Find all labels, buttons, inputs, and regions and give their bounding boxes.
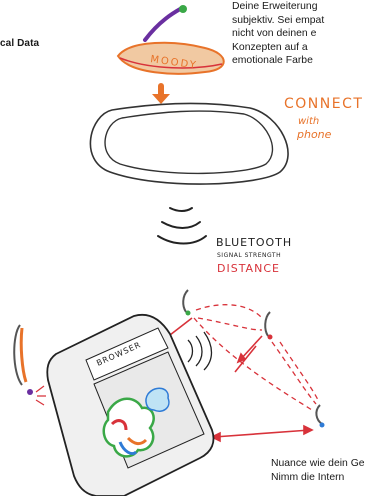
earpiece-a-icon (183, 290, 190, 316)
left-wearable-illustration (14, 325, 46, 405)
distance-lines (194, 305, 318, 410)
connect-heading: CONNECT (284, 96, 363, 112)
phone-outline-illustration (90, 104, 288, 185)
signal-waves-icon (158, 208, 206, 244)
connect-sub-with: with (298, 116, 319, 127)
moody-device-illustration: MOODY CONNECT with phone BLUETOOTH SIGNA… (14, 5, 363, 496)
bluetooth-distance: DISTANCE (217, 262, 280, 275)
connect-sub-phone: phone (296, 128, 332, 141)
bluetooth-subtitle: SIGNAL STRENGTH (217, 252, 281, 259)
bottom-paragraph-line: Nimm die Intern (271, 471, 384, 485)
browser-phone-illustration: BROWSER (47, 315, 213, 496)
bottom-paragraph-line: Nuance wie dein Ge (271, 457, 384, 471)
earpiece-b-icon (265, 312, 272, 340)
down-arrow-icon (152, 86, 170, 104)
bottom-paragraph: Nuance wie dein Ge Nimm die Intern (271, 457, 384, 484)
browser-signal-waves (188, 332, 212, 370)
earpiece-c-icon (316, 405, 324, 428)
bluetooth-title: BLUETOOTH (216, 236, 292, 249)
